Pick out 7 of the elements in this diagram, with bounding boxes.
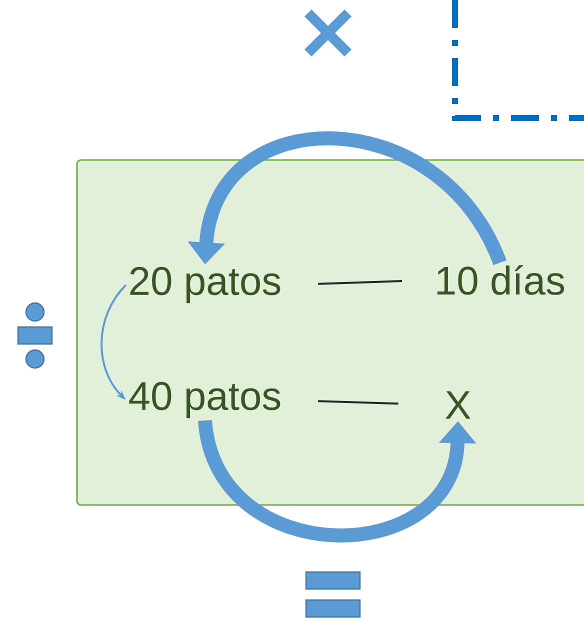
dash-line [318,280,402,285]
quantity-text: 10 días [437,265,564,295]
quantity-text: X [446,391,470,419]
quantity-text: 20 patos [130,266,280,304]
quantity-text: 40 patos [129,382,280,418]
dash-line [318,400,398,405]
panel-box [76,159,584,506]
